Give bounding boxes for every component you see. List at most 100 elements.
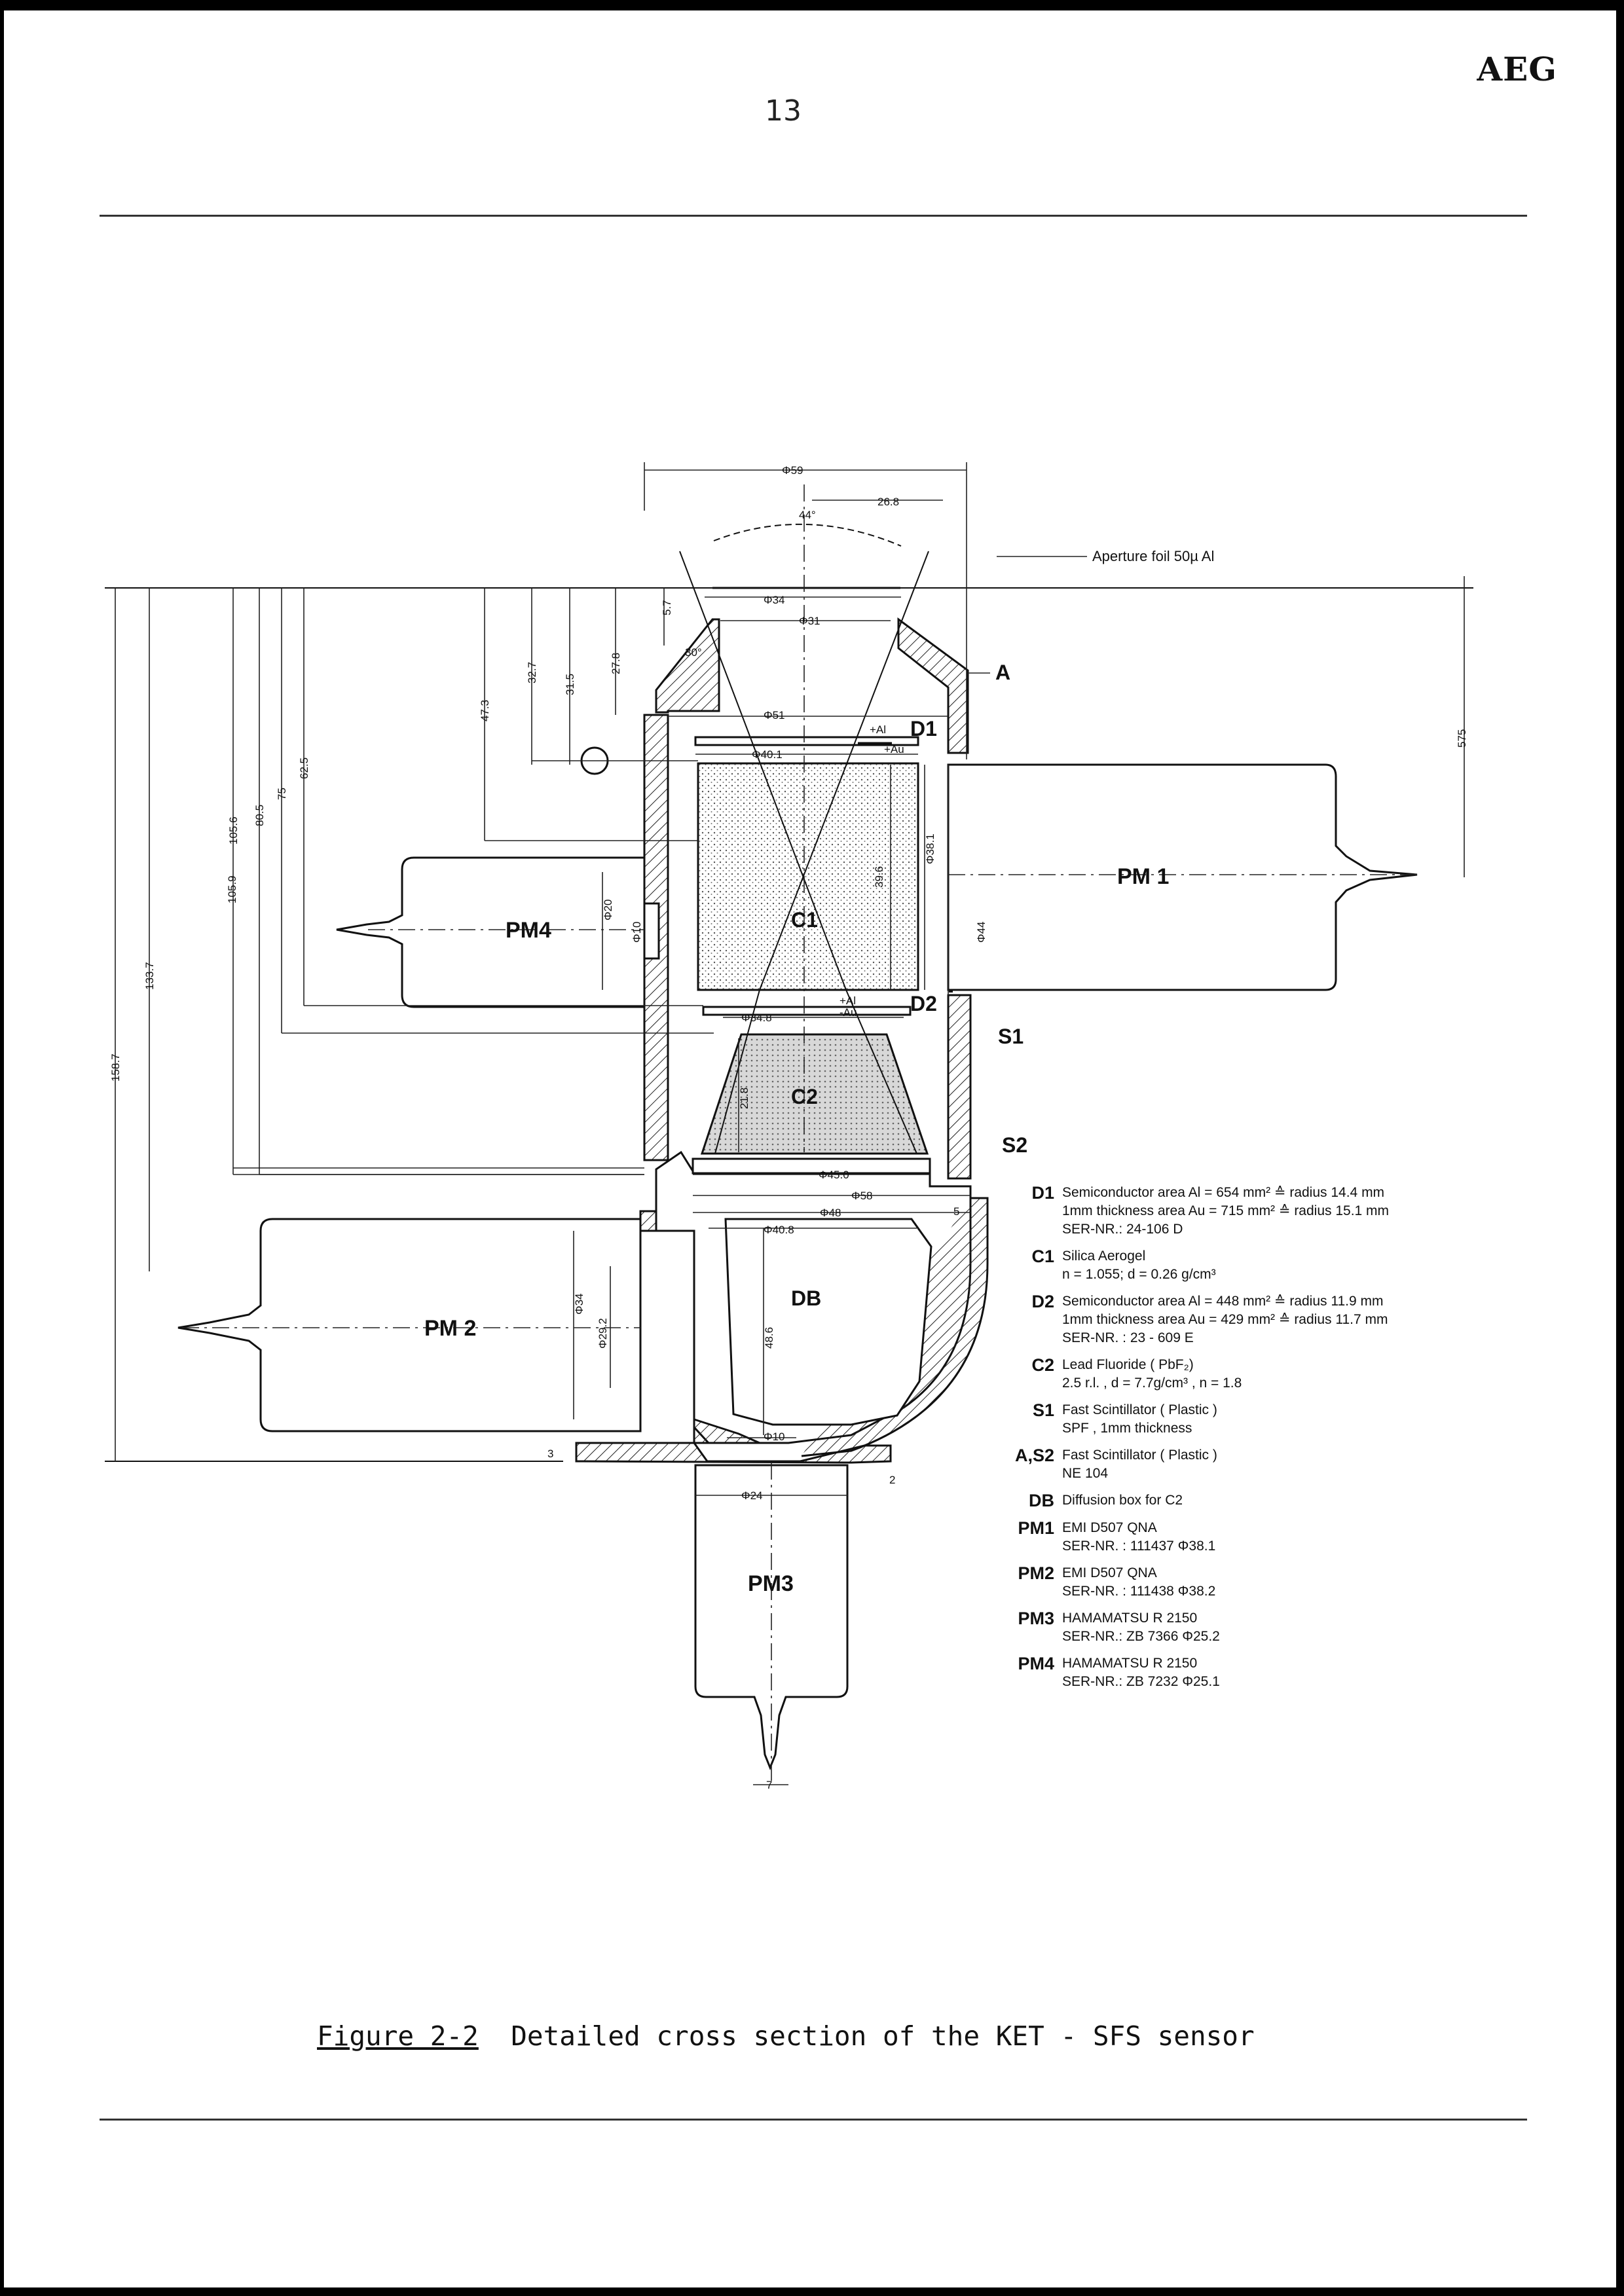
legend-line: 2.5 r.l. , d = 7.7g/cm³ , n = 1.8 bbox=[1062, 1376, 1242, 1391]
dim-3: 3 bbox=[547, 1448, 553, 1460]
callout-labels: Aperture foil 50µ Al A S1 S2 D1 D2 C1 C2… bbox=[424, 509, 1214, 1596]
aerogel-C1 bbox=[697, 762, 919, 991]
top-rule bbox=[100, 215, 1527, 217]
legend-line: Fast Scintillator ( Plastic ) bbox=[1062, 1402, 1217, 1417]
legend-line: 1mm thickness area Au = 429 mm² ≙ radius… bbox=[1062, 1312, 1388, 1327]
legend-line: Fast Scintillator ( Plastic ) bbox=[1062, 1448, 1217, 1463]
dim-d10a: Φ10 bbox=[631, 922, 643, 943]
legend-code: PM3 bbox=[1018, 1609, 1054, 1628]
legend-line: Diffusion box for C2 bbox=[1062, 1493, 1183, 1508]
dim-30deg: 30° bbox=[685, 646, 702, 659]
label-S2: S2 bbox=[1002, 1133, 1027, 1157]
aperture-label: Aperture foil 50µ Al bbox=[1092, 548, 1214, 564]
label-pm4: PM4 bbox=[506, 918, 551, 943]
legend-description: Diffusion box for C2 bbox=[1062, 1491, 1183, 1510]
legend-code: S1 bbox=[1032, 1400, 1054, 1420]
legend-line: Semiconductor area Al = 448 mm² ≙ radius… bbox=[1062, 1294, 1384, 1309]
legend-line: SER-NR. : 111437 Φ38.1 bbox=[1062, 1539, 1216, 1554]
legend-line: SER-NR.: 24-106 D bbox=[1062, 1222, 1183, 1237]
label-pm2: PM 2 bbox=[424, 1316, 476, 1341]
dim-47-3: 47.3 bbox=[479, 700, 491, 721]
legend-line: SER-NR.: ZB 7232 Φ25.1 bbox=[1062, 1674, 1220, 1689]
foil-al-bottom: +Al bbox=[840, 994, 856, 1007]
dim-31-5: 31.5 bbox=[564, 674, 576, 695]
legend-row: D2 Semiconductor area Al = 448 mm² ≙ radi… bbox=[981, 1292, 1505, 1347]
legend-description: Fast Scintillator ( Plastic ) NE 104 bbox=[1062, 1446, 1217, 1483]
foil-au-top: +Au bbox=[884, 743, 904, 756]
dim-158-7: 158.7 bbox=[109, 1053, 122, 1082]
lead-fluoride-C2 bbox=[700, 1033, 929, 1155]
label-C2: C2 bbox=[791, 1085, 818, 1108]
dim-5-7: 5.7 bbox=[661, 600, 673, 615]
legend-line: NE 104 bbox=[1062, 1466, 1109, 1481]
legend-code: PM2 bbox=[1018, 1563, 1054, 1583]
dim-27-8: 27.8 bbox=[610, 653, 622, 674]
scintillator-A bbox=[897, 617, 969, 754]
dim-d48: Φ48 bbox=[820, 1207, 841, 1219]
legend-code: D2 bbox=[1031, 1292, 1054, 1311]
legend-code: DB bbox=[1029, 1491, 1054, 1510]
label-A: A bbox=[995, 661, 1010, 684]
pm1-tube bbox=[947, 763, 1418, 991]
legend-description: Semiconductor area Al = 654 mm² ≙ radius… bbox=[1062, 1184, 1389, 1239]
figure-caption-text: Detailed cross section of the KET - SFS … bbox=[478, 2020, 1255, 2052]
dim-d20: Φ20 bbox=[602, 900, 614, 920]
dim-d38-1: Φ38.1 bbox=[924, 833, 936, 864]
dim-2: 2 bbox=[889, 1474, 895, 1486]
label-D2: D2 bbox=[910, 992, 937, 1015]
label-D1: D1 bbox=[910, 717, 937, 740]
brand-logo: AEG bbox=[1477, 50, 1557, 88]
dim-5: 5 bbox=[953, 1205, 959, 1218]
dim-d34b: Φ34 bbox=[573, 1294, 585, 1315]
page-number: 13 bbox=[765, 94, 802, 128]
legend-code: PM1 bbox=[1018, 1518, 1054, 1538]
legend-line: HAMAMATSU R 2150 bbox=[1062, 1656, 1198, 1671]
legend-line: EMI D507 QNA bbox=[1062, 1520, 1157, 1535]
dim-d34-8: Φ34.8 bbox=[741, 1011, 772, 1024]
legend-line: HAMAMATSU R 2150 bbox=[1062, 1611, 1198, 1626]
dim-26-8: 26.8 bbox=[877, 496, 899, 508]
legend-code: C1 bbox=[1031, 1247, 1054, 1266]
scintillator-S2 bbox=[947, 994, 972, 1180]
legend-line: SER-NR.: ZB 7366 Φ25.2 bbox=[1062, 1629, 1220, 1644]
legend-line: SPF , 1mm thickness bbox=[1062, 1421, 1192, 1436]
dim-75: 75 bbox=[276, 788, 288, 800]
dim-d44: Φ44 bbox=[975, 922, 987, 943]
dim-48-6: 48.6 bbox=[763, 1327, 775, 1349]
dim-7: 7 bbox=[766, 1779, 772, 1791]
dim-39-6: 39.6 bbox=[873, 866, 885, 888]
legend-row: S1 Fast Scintillator ( Plastic ) SPF , 1mm… bbox=[981, 1401, 1505, 1438]
dim-d34: Φ34 bbox=[764, 594, 784, 606]
legend-line: SER-NR. : 23 - 609 E bbox=[1062, 1330, 1194, 1345]
label-DB: DB bbox=[791, 1286, 821, 1310]
dim-105-6: 105.6 bbox=[227, 816, 240, 845]
dim-d45: Φ45.0 bbox=[819, 1169, 849, 1181]
dim-d31: Φ31 bbox=[799, 615, 820, 627]
legend-line: SER-NR. : 111438 Φ38.2 bbox=[1062, 1584, 1216, 1599]
bottom-plate bbox=[575, 1442, 892, 1464]
dim-32-7: 32.7 bbox=[526, 662, 538, 683]
dim-d51: Φ51 bbox=[764, 709, 784, 721]
legend-row: DB Diffusion box for C2 bbox=[981, 1491, 1505, 1510]
label-pm1: PM 1 bbox=[1117, 864, 1169, 889]
legend-line: 1mm thickness area Au = 715 mm² ≙ radius… bbox=[1062, 1203, 1390, 1218]
legend-code: C2 bbox=[1031, 1355, 1054, 1375]
diffusion-box-DB bbox=[724, 1218, 932, 1426]
foil-al-top: +Al bbox=[870, 723, 886, 736]
dim-133-7: 133.7 bbox=[143, 962, 156, 990]
dim-d10b: Φ10 bbox=[764, 1430, 784, 1443]
legend-row: PM1 EMI D507 QNA SER-NR. : 111437 Φ38.1 bbox=[981, 1519, 1505, 1556]
dimension-labels: Φ59 26.8 Φ34 Φ31 Φ51 Φ40.1 Φ38.1 39.6 Φ4… bbox=[109, 464, 1468, 1791]
dim-d24: Φ24 bbox=[741, 1489, 762, 1502]
dim-d40-8: Φ40.8 bbox=[764, 1224, 794, 1236]
legend-description: Fast Scintillator ( Plastic ) SPF , 1mm t… bbox=[1062, 1401, 1217, 1438]
dim-d59: Φ59 bbox=[782, 464, 803, 477]
